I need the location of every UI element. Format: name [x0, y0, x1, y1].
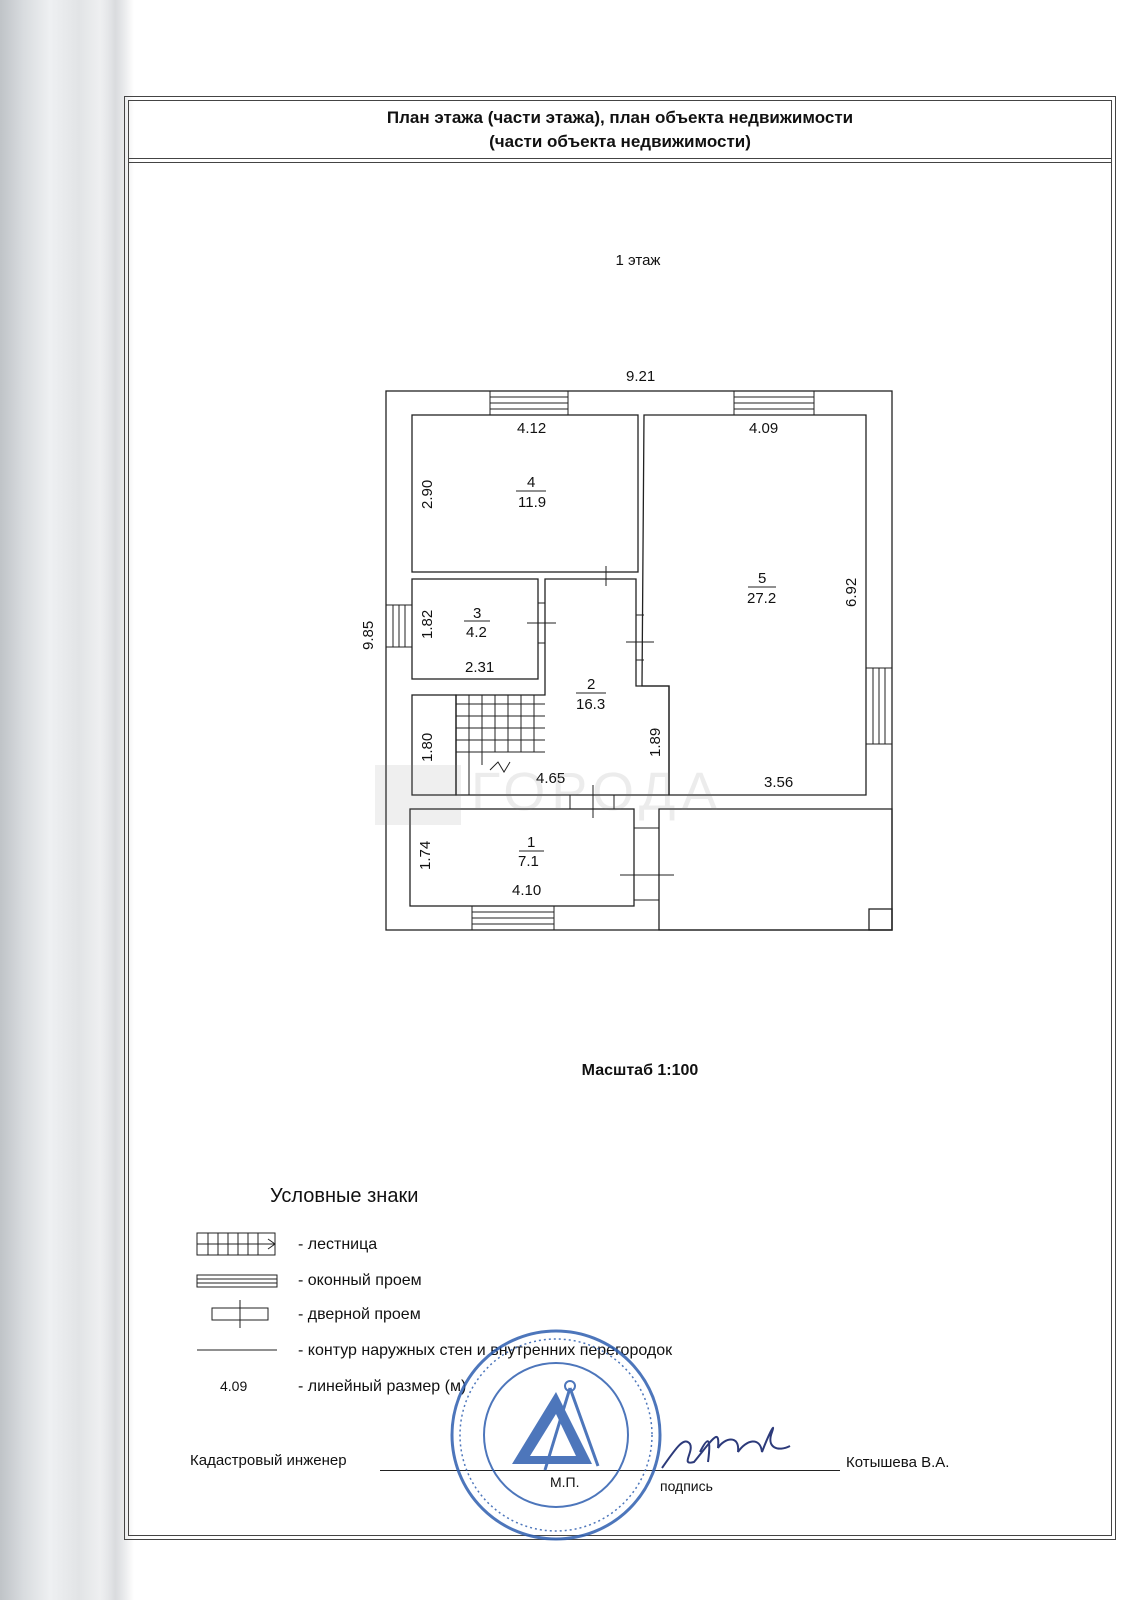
room-1-number: 1	[527, 834, 536, 851]
room-1-width: 4.10	[512, 882, 542, 899]
title-separator-2	[128, 162, 1112, 163]
legend-item-door: - дверной проем	[298, 1306, 421, 1323]
room-3-area: 4.2	[466, 624, 487, 641]
stair-outline	[411, 694, 457, 796]
stamp-place-label: М.П.	[550, 1474, 580, 1490]
scale-label: Масштаб 1:100	[581, 1062, 699, 1079]
staircase	[456, 695, 545, 795]
floor-label: 1 этаж	[615, 252, 661, 269]
area-fraction-lines	[464, 490, 776, 852]
handwritten-signature	[661, 1426, 791, 1469]
doors	[527, 566, 674, 901]
page-frame-outer	[124, 96, 1116, 1540]
legend-title: Условные знаки	[270, 1185, 419, 1207]
room-5-bottom: 3.56	[764, 774, 794, 791]
legend-sample-dimension: 4.09	[220, 1378, 248, 1394]
title-line-2: (части объекта недвижимости)	[489, 132, 751, 151]
watermark-text: ГОРОДА	[471, 762, 724, 822]
outer-wall	[385, 390, 893, 931]
room-3-width: 2.31	[465, 659, 495, 676]
room-4-width: 4.12	[517, 420, 547, 437]
legend-door-icon	[211, 1300, 269, 1328]
room-4-number: 4	[527, 474, 536, 491]
room-3-number: 3	[473, 605, 482, 622]
overall-width: 9.21	[626, 368, 656, 385]
legend-item-stair: - лестница	[298, 1236, 378, 1253]
signature-caption: подпись	[660, 1478, 713, 1494]
room-1-area: 7.1	[518, 853, 539, 870]
windows	[385, 390, 893, 931]
legend-item-wall: - контур наружных стен и внутренних пере…	[298, 1342, 673, 1359]
page-frame-inner	[128, 100, 1112, 1536]
engineer-name: Котышева В.А.	[846, 1454, 950, 1471]
room-4-area: 11.9	[518, 494, 547, 511]
annex-corner	[868, 908, 893, 931]
legend-item-dimension: - линейный размер (м)	[298, 1378, 467, 1395]
title-separator	[128, 158, 1112, 159]
room-5-number: 5	[758, 570, 767, 587]
legend-window-icon	[196, 1274, 278, 1288]
legend-stair-icon	[196, 1232, 276, 1256]
room-2-area: 16.3	[576, 696, 606, 713]
signature-line	[380, 1470, 840, 1471]
room-2-width: 4.65	[536, 770, 566, 787]
title-line-1: План этажа (части этажа), план объекта н…	[386, 108, 854, 127]
engineer-role-label: Кадастровый инженер	[190, 1452, 347, 1469]
document-title: План этажа (части этажа), план объекта н…	[128, 106, 1112, 154]
room-2-number: 2	[587, 676, 596, 693]
official-stamp	[450, 1329, 662, 1541]
legend-item-window: - оконный проем	[298, 1272, 422, 1289]
room-5-area: 27.2	[747, 590, 777, 607]
room-5-width: 4.09	[749, 420, 779, 437]
watermark-logo	[375, 765, 461, 825]
